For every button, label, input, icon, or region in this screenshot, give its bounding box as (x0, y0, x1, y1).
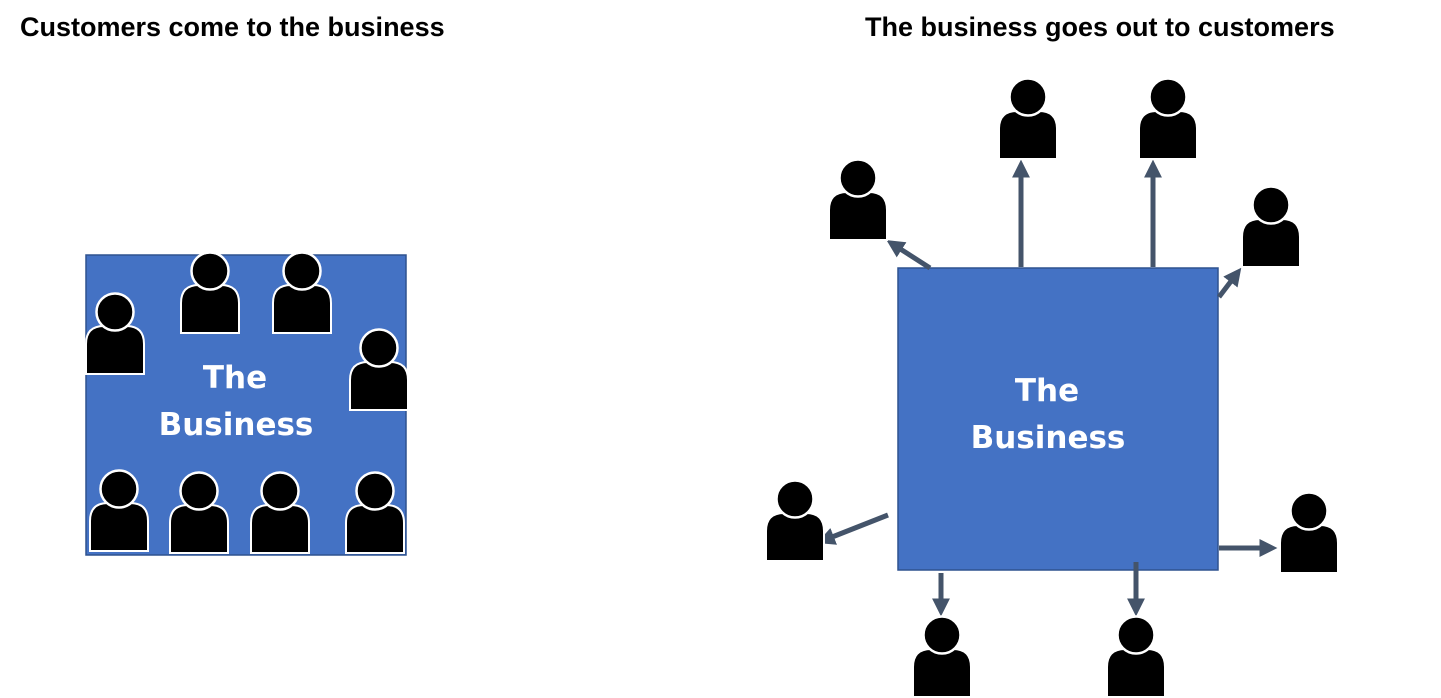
person-icon (349, 328, 409, 411)
left-customers (85, 251, 409, 554)
person-head (922, 615, 962, 655)
person-icon (1138, 77, 1198, 160)
right-panel: The Business (765, 77, 1339, 698)
left-business-label-line2: Business (159, 407, 314, 443)
outgoing-arrows (816, 159, 1278, 617)
person-icon (828, 158, 888, 241)
person-head (282, 251, 322, 291)
person-body (345, 504, 405, 554)
person-head (1116, 615, 1156, 655)
person-head (190, 251, 230, 291)
person-icon (912, 615, 972, 698)
person-head (260, 471, 300, 511)
person-body (272, 284, 332, 334)
person-body (180, 284, 240, 334)
person-icon (1241, 185, 1301, 268)
right-panel-title: The business goes out to customers (865, 12, 1335, 42)
right-business-label-line1: The (1015, 373, 1079, 409)
person-body (1106, 648, 1166, 698)
right-business-label-line2: Business (971, 420, 1126, 456)
person-head (95, 292, 135, 332)
person-icon (89, 469, 149, 552)
person-icon (1279, 491, 1339, 574)
person-body (85, 325, 145, 375)
outgoing-arrow (816, 512, 889, 545)
left-panel: The Business (85, 251, 409, 556)
person-icon (998, 77, 1058, 160)
person-head (1251, 185, 1291, 225)
person-body (1241, 218, 1301, 268)
person-body (765, 512, 825, 562)
outgoing-arrow (886, 240, 932, 271)
person-head (1289, 491, 1329, 531)
person-body (1279, 524, 1339, 574)
person-head (179, 471, 219, 511)
person-icon (85, 292, 145, 375)
left-business-label-line1: The (203, 360, 267, 396)
person-icon (169, 471, 229, 554)
person-body (828, 191, 888, 241)
right-business-box (897, 267, 1219, 571)
person-body (1138, 110, 1198, 160)
person-body (89, 502, 149, 552)
person-body (912, 648, 972, 698)
person-head (838, 158, 878, 198)
person-body (349, 361, 409, 411)
person-icon (345, 471, 405, 554)
person-icon (1106, 615, 1166, 698)
person-head (99, 469, 139, 509)
person-body (998, 110, 1058, 160)
person-head (775, 479, 815, 519)
person-head (1008, 77, 1048, 117)
right-customers (765, 77, 1339, 698)
person-icon (765, 479, 825, 562)
person-head (1148, 77, 1188, 117)
person-icon (272, 251, 332, 334)
person-head (359, 328, 399, 368)
person-icon (180, 251, 240, 334)
person-body (169, 504, 229, 554)
left-panel-title: Customers come to the business (20, 12, 445, 42)
outgoing-arrow (1217, 267, 1242, 299)
person-icon (250, 471, 310, 554)
person-head (355, 471, 395, 511)
person-body (250, 504, 310, 554)
